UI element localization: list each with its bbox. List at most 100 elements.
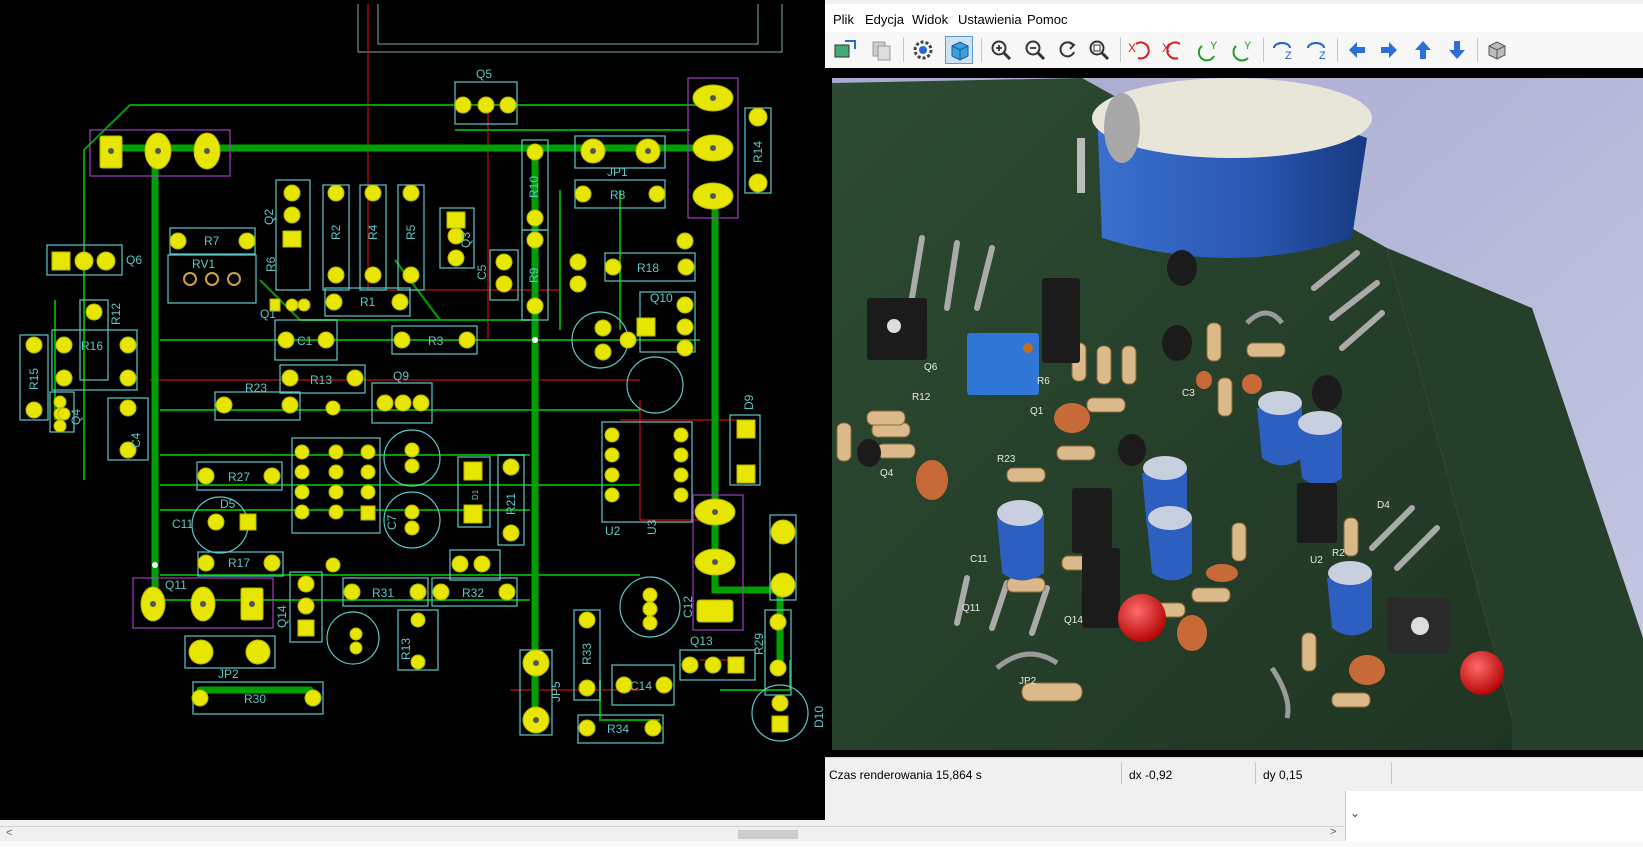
ref-r30: R30 [244, 692, 266, 706]
zoom-out-icon[interactable] [1021, 36, 1049, 64]
ref-jp1: JP1 [607, 165, 628, 179]
ref-q11: Q11 [165, 578, 187, 592]
svg-text:Q14: Q14 [1064, 615, 1083, 626]
menu-bar: Plik Edycja Widok Ustawienia Pomoc [825, 4, 1643, 32]
3d-render-canvas[interactable]: Q6 R6 Q1 R12 Q4 R23 C3 D4 C11 Q11 Q14 U2… [832, 78, 1643, 750]
move-left-icon[interactable] [1343, 36, 1371, 64]
ref-q5: Q5 [476, 67, 492, 81]
svg-text:R12: R12 [912, 392, 931, 403]
ref-q4: Q4 [69, 409, 83, 425]
svg-text:U2: U2 [1310, 555, 1323, 566]
3d-silk-labels: Q6 R6 Q1 R12 Q4 R23 C3 D4 C11 Q11 Q14 U2… [880, 362, 1390, 687]
drill-holes [108, 95, 718, 723]
bulk-capacitor [1077, 78, 1372, 259]
render-raytrace-icon[interactable] [945, 36, 973, 64]
ref-r13: R13 [310, 373, 332, 387]
trimmer-potentiometer [967, 333, 1039, 395]
ref-r15: R15 [27, 368, 41, 390]
svg-text:R6: R6 [1037, 376, 1050, 387]
ref-q2: Q2 [262, 209, 276, 225]
pin-headers [909, 235, 1440, 636]
3d-view-frame: Q6 R6 Q1 R12 Q4 R23 C3 D4 C11 Q11 Q14 U2… [825, 68, 1643, 757]
ref-q13: Q13 [690, 634, 713, 648]
ref-r29: R29 [752, 633, 766, 655]
ref-r21: R21 [504, 493, 518, 515]
svg-text:Y: Y [1244, 40, 1252, 52]
ref-jp5: JP5 [549, 681, 563, 702]
svg-text:R2: R2 [1332, 548, 1345, 559]
menu-file[interactable]: Plik [833, 12, 854, 27]
settings-gear-icon[interactable] [909, 36, 937, 64]
ceramic-capacitors [916, 371, 1385, 685]
ref-r10: R10 [527, 176, 541, 198]
ref-r33: R33 [580, 643, 594, 665]
ref-c13: R13 [399, 638, 413, 660]
rotate-x-cw-icon[interactable]: X [1125, 36, 1153, 64]
status-bar: Czas renderowania 15,864 s dx -0,92 dy 0… [825, 757, 1643, 791]
svg-text:Y: Y [1210, 40, 1218, 52]
dy-status: dy 0,15 [1263, 768, 1303, 782]
svg-text:Q11: Q11 [962, 603, 981, 614]
rotate-z-ccw-icon[interactable]: Z [1303, 36, 1331, 64]
ref-r3: R3 [428, 334, 444, 348]
pcb-layout-canvas[interactable]: Q5 R10 R14 JP1 R8 Q2 R2 R4 R5 Q3 C5 R9 R… [0, 0, 825, 820]
rotate-z-cw-icon[interactable]: Z [1269, 36, 1297, 64]
zoom-in-icon[interactable] [987, 36, 1015, 64]
rotate-x-ccw-icon[interactable]: X [1159, 36, 1187, 64]
dx-status: dx -0,92 [1129, 768, 1173, 782]
menu-settings[interactable]: Ustawienia [958, 12, 1022, 27]
ref-jp2: JP2 [218, 667, 239, 681]
svg-text:C3: C3 [1182, 388, 1195, 399]
ref-r1: R1 [360, 295, 376, 309]
ref-c11: C11 [172, 517, 193, 531]
3d-viewer-window: Plik Edycja Widok Ustawienia Pomoc [825, 0, 1643, 791]
svg-text:Q6: Q6 [924, 362, 938, 373]
ref-d10: D10 [812, 706, 825, 728]
reference-labels: Q5 R10 R14 JP1 R8 Q2 R2 R4 R5 Q3 C5 R9 R… [27, 67, 825, 736]
rv1-pads [183, 272, 241, 286]
toggle-ortho-icon[interactable] [1483, 36, 1511, 64]
move-up-icon[interactable] [1409, 36, 1437, 64]
wire-jumpers [995, 310, 1291, 719]
menu-edit[interactable]: Edycja [865, 12, 905, 27]
board-outline-top [357, 4, 783, 53]
ref-rv1: RV1 [192, 257, 215, 271]
ref-c1: C1 [297, 334, 313, 348]
ref-r27: R27 [228, 470, 250, 484]
zoom-fit-icon[interactable] [1085, 36, 1113, 64]
pads [25, 84, 796, 737]
ref-r23: R23 [245, 381, 267, 395]
pcb-horizontal-scrollbar[interactable]: < [0, 826, 1345, 842]
ref-q14: Q14 [275, 605, 289, 628]
svg-text:X: X [1162, 41, 1170, 55]
led [1118, 594, 1166, 642]
ref-d9: D9 [742, 394, 756, 410]
ref-c12: C12 [681, 596, 695, 618]
copy-3d-image-icon[interactable] [831, 36, 859, 64]
ref-q3: Q3 [459, 232, 473, 248]
ref-r17: R17 [228, 556, 250, 570]
svg-text:Z: Z [1319, 50, 1326, 62]
rotate-y-cw-icon[interactable]: Y [1195, 36, 1223, 64]
render-time-status: Czas renderowania 15,864 s [829, 768, 982, 782]
ref-r34: R34 [607, 722, 629, 736]
move-right-icon[interactable] [1375, 36, 1403, 64]
menu-help[interactable]: Pomoc [1027, 12, 1068, 27]
ref-u3: U3 [645, 519, 659, 535]
ref-c14: C14 [630, 679, 652, 693]
ref-r31: R31 [372, 586, 394, 600]
copy-to-clipboard-icon[interactable] [867, 36, 895, 64]
ref-q6: Q6 [126, 253, 142, 267]
menu-view[interactable]: Widok [912, 12, 949, 27]
scroll-right-arrow-icon[interactable]: > [1330, 826, 1337, 838]
scroll-left-arrow-icon[interactable]: < [6, 827, 13, 839]
ref-u2: U2 [605, 524, 621, 538]
electrolytic-capacitors [997, 391, 1372, 636]
chevron-down-icon[interactable]: ⌄ [1350, 806, 1361, 820]
move-down-icon[interactable] [1443, 36, 1471, 64]
redraw-icon[interactable] [1053, 36, 1081, 64]
rotate-y-ccw-icon[interactable]: Y [1229, 36, 1257, 64]
ref-r7: R7 [204, 234, 220, 248]
svg-text:Q1: Q1 [1030, 406, 1044, 417]
scroll-thumb[interactable] [738, 830, 798, 839]
